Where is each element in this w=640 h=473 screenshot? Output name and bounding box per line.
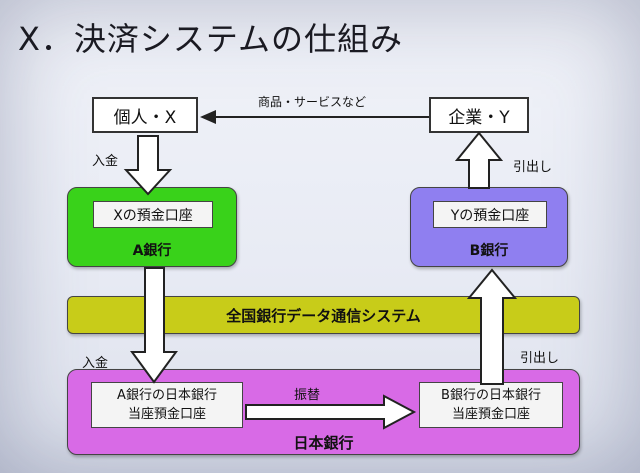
transfer-label: 振替 — [294, 388, 321, 403]
boj-label: 日本銀行 — [293, 434, 354, 452]
bank-b-label: B銀行 — [469, 243, 509, 259]
withdraw-label-top: 引出し — [513, 160, 553, 175]
bank-b-box: Yの預金口座 B銀行 — [410, 187, 568, 267]
deposit-arrow-top-icon — [123, 135, 173, 196]
goods-flow-arrowhead-icon — [200, 110, 216, 124]
boj-account-a: A銀行の日本銀行 当座預金口座 — [91, 382, 243, 428]
zengin-network-label: 全国銀行データ通信システム — [226, 306, 421, 325]
boj-account-b-line1: B銀行の日本銀行 — [441, 388, 541, 403]
withdraw-arrow-bottom-icon — [466, 268, 518, 385]
x-deposit-account: Xの預金口座 — [93, 201, 213, 228]
deposit-label-top: 入金 — [92, 154, 119, 169]
boj-account-b-line2: 当座預金口座 — [451, 407, 530, 422]
goods-services-label: 商品・サービスなど — [258, 95, 367, 109]
y-deposit-account: Yの預金口座 — [433, 201, 547, 228]
deposit-label-bottom: 入金 — [82, 356, 109, 371]
boj-account-b: B銀行の日本銀行 当座預金口座 — [419, 382, 563, 428]
boj-account-a-line2: 当座預金口座 — [127, 407, 206, 422]
boj-account-a-line1: A銀行の日本銀行 — [117, 388, 217, 403]
individual-x-box: 個人・X — [92, 97, 198, 133]
deposit-arrow-bottom-icon — [130, 267, 178, 384]
withdraw-arrow-top-icon — [454, 131, 504, 189]
transfer-arrow-icon — [245, 394, 417, 430]
slide-title: X．決済システムの仕組み — [18, 20, 403, 58]
bank-a-label: A銀行 — [132, 243, 172, 259]
bank-a-box: Xの預金口座 A銀行 — [67, 187, 237, 267]
withdraw-label-bottom: 引出し — [520, 351, 560, 366]
